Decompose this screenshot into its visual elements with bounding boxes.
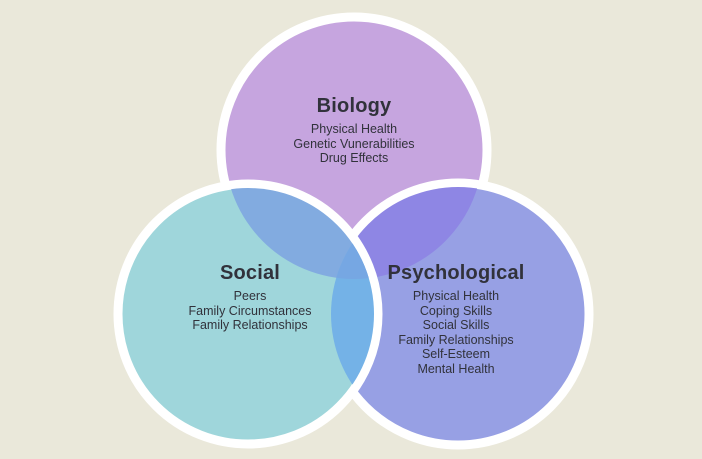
overlap-biology-social — [225, 188, 374, 279]
overlap-biology-psychological — [331, 187, 483, 279]
social-circle-ring — [113, 179, 383, 449]
